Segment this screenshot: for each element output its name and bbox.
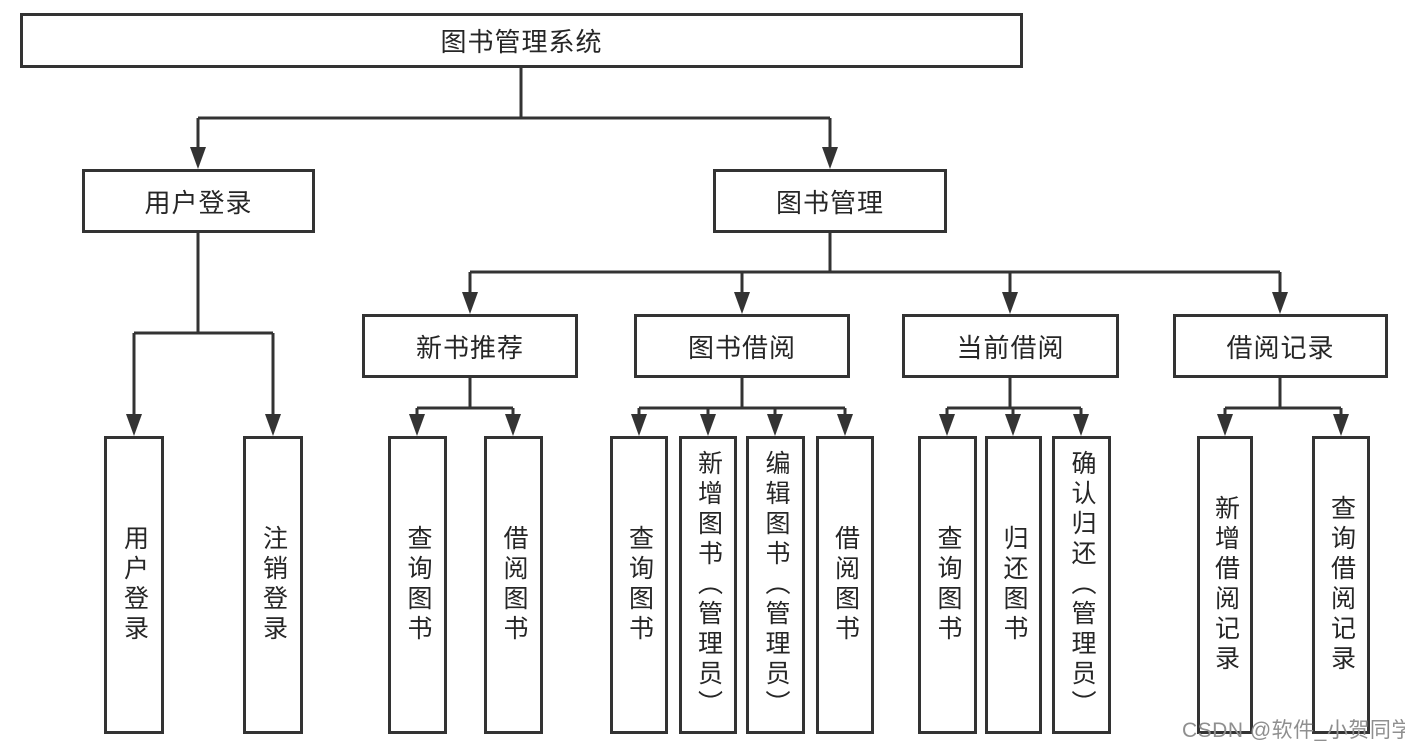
node-edit-books-admin: 编辑图书（管理员） xyxy=(746,436,805,734)
node-query-books-recommend: 查询图书 xyxy=(388,436,447,734)
node-borrow-books-recommend: 借阅图书 xyxy=(484,436,543,734)
arrowheads xyxy=(126,147,1349,436)
node-query-books-borrow: 查询图书 xyxy=(610,436,668,734)
node-return-books: 归还图书 xyxy=(985,436,1042,734)
watermark: CSDN @软件_小贺同学 xyxy=(1182,719,1405,742)
node-library-management-system: 图书管理系统 xyxy=(20,13,1023,68)
node-add-books-admin: 新增图书（管理员） xyxy=(679,436,737,734)
node-query-borrow-record: 查询借阅记录 xyxy=(1312,436,1370,734)
node-borrow-books: 借阅图书 xyxy=(816,436,874,734)
node-current-borrowing: 当前借阅 xyxy=(902,314,1119,378)
node-borrow-records: 借阅记录 xyxy=(1173,314,1388,378)
node-user-login-action: 用户登录 xyxy=(104,436,164,734)
node-query-books-current: 查询图书 xyxy=(918,436,977,734)
node-book-management: 图书管理 xyxy=(713,169,947,233)
node-book-borrowing: 图书借阅 xyxy=(634,314,850,378)
node-new-book-recommend: 新书推荐 xyxy=(362,314,578,378)
node-logout-action: 注销登录 xyxy=(243,436,303,734)
node-user-login: 用户登录 xyxy=(82,169,315,233)
node-add-borrow-record: 新增借阅记录 xyxy=(1197,436,1253,734)
node-confirm-return-admin: 确认归还（管理员） xyxy=(1052,436,1111,734)
